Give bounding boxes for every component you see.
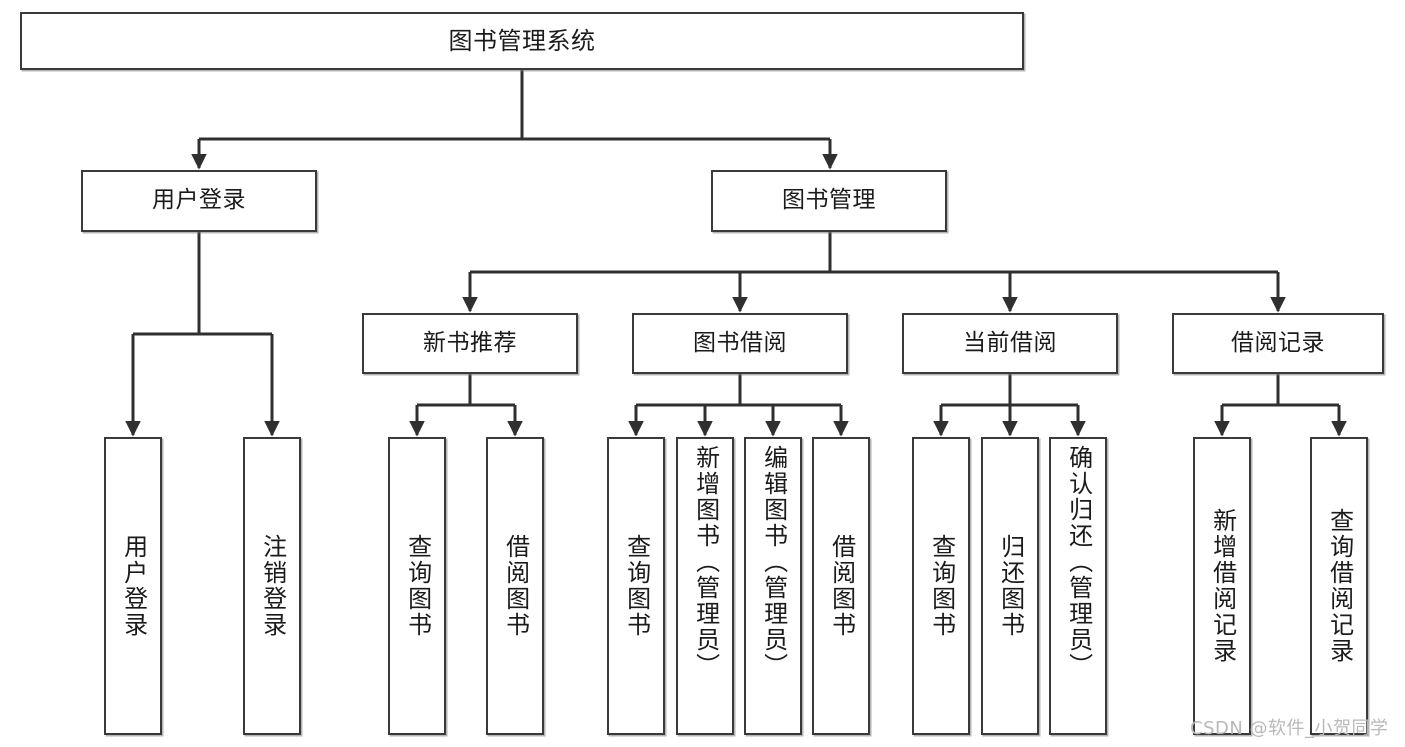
node-leaf-add-borrow-record[interactable]: 新增借阅记录 [1193,437,1251,735]
node-label: 借阅图书 [827,534,856,638]
node-leaf-query-book-recommend[interactable]: 查询图书 [388,437,446,735]
node-label: 图书借阅 [693,329,787,356]
node-label: 查询图书 [927,534,956,638]
node-leaf-return-book[interactable]: 归还图书 [981,437,1039,735]
node-leaf-user-login[interactable]: 用户登录 [104,437,162,735]
node-book-borrow[interactable]: 图书借阅 [632,313,848,374]
node-label: 借阅图书 [501,534,530,638]
node-label: 当前借阅 [963,329,1057,356]
node-label: 借阅记录 [1231,329,1325,356]
node-label: 编辑图书（管理员） [759,445,788,679]
node-leaf-query-book-borrow[interactable]: 查询图书 [607,437,665,735]
node-label: 新书推荐 [423,329,517,356]
node-leaf-query-book-current[interactable]: 查询图书 [912,437,970,735]
node-current-borrow[interactable]: 当前借阅 [902,313,1118,374]
node-leaf-query-borrow-record[interactable]: 查询借阅记录 [1310,437,1368,735]
node-label: 新增图书（管理员） [691,445,720,679]
node-user-login[interactable]: 用户登录 [81,170,317,232]
node-borrow-record[interactable]: 借阅记录 [1172,313,1384,374]
node-leaf-logout-login[interactable]: 注销登录 [243,437,301,735]
node-leaf-borrow-book-borrow[interactable]: 借阅图书 [812,437,870,735]
node-label: 图书管理 [782,187,876,214]
node-label: 归还图书 [996,534,1025,638]
node-label: 注销登录 [258,534,287,638]
node-book-management[interactable]: 图书管理 [711,170,947,232]
node-label: 图书管理系统 [448,26,596,55]
node-new-book-recommend[interactable]: 新书推荐 [362,313,578,374]
node-leaf-add-book-admin[interactable]: 新增图书（管理员） [676,437,734,735]
node-label: 新增借阅记录 [1208,508,1237,664]
node-label: 用户登录 [119,534,148,638]
node-label: 查询图书 [622,534,651,638]
node-label: 查询图书 [403,534,432,638]
node-label: 用户登录 [152,187,246,214]
node-leaf-confirm-return-admin[interactable]: 确认归还（管理员） [1049,437,1107,735]
node-leaf-edit-book-admin[interactable]: 编辑图书（管理员） [744,437,802,735]
node-root-book-management-system[interactable]: 图书管理系统 [20,12,1024,70]
node-leaf-borrow-book-recommend[interactable]: 借阅图书 [486,437,544,735]
node-label: 查询借阅记录 [1325,508,1354,664]
node-label: 确认归还（管理员） [1064,445,1093,679]
